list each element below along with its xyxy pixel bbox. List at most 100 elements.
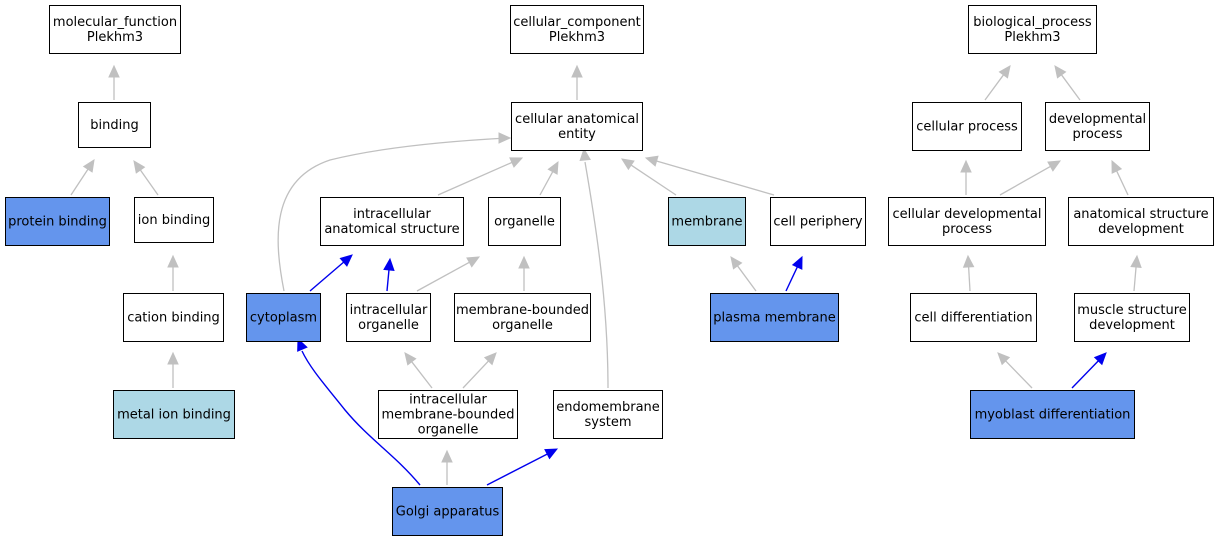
edge-cell_diff-to-cdp [962,254,975,292]
edge-line [410,360,433,389]
edge-cytoplasm-to-cae [277,132,512,292]
node-label-line: cellular developmental [893,207,1042,222]
node-box [710,293,839,342]
node-label-line: entity [558,127,596,142]
edges-layer [70,64,1142,486]
node-label-line: cellular_component [513,15,641,30]
edge-metal_ion_binding-to-cation_binding [167,351,179,388]
node-box [1068,197,1214,246]
node-label-line: metal ion binding [117,408,231,423]
edge-curve [301,350,421,486]
edge-cae-to-cc_root [571,64,583,100]
node-box [49,5,181,54]
node-box [968,5,1097,54]
node-label-line: Golgi apparatus [396,505,500,520]
edge-msd-to-asd [1130,254,1142,292]
edge-binding-to-mf_root [108,64,120,100]
arrowhead [518,255,530,269]
go-term-node-pm[interactable]: plasma membrane [710,293,839,342]
node-box [346,293,431,342]
arrowhead [620,158,635,171]
node-label-line: development [1089,318,1175,333]
arrowhead [509,157,524,168]
go-term-node-cell-diff[interactable]: cell differentiation [910,293,1037,342]
node-label-line: organelle [492,318,553,333]
arrowhead [962,254,975,268]
node-label-line: muscle structure [1077,303,1187,318]
edge-line [416,261,471,292]
edge-imbo-to-mbo [462,352,497,389]
edge-ias-to-cae [437,157,524,196]
node-box [320,197,464,246]
go-term-node-protein-binding[interactable]: protein binding [5,197,110,246]
node-box [1074,293,1190,342]
arrowhead [960,159,972,173]
node-box [134,197,214,243]
go-term-node-cell-periphery[interactable]: cell periphery [770,197,866,246]
edge-asd-to-dev_proc [1111,159,1129,196]
arrowhead [1047,160,1062,172]
go-term-node-organelle[interactable]: organelle [488,197,561,246]
node-label-line: organelle [358,318,419,333]
go-term-node-cell-proc[interactable]: cellular process [912,102,1022,151]
node-label-line: myoblast differentiation [975,408,1131,423]
node-box [78,102,151,148]
node-label-line: cell differentiation [914,311,1032,326]
go-term-node-ion-binding[interactable]: ion binding [134,197,214,243]
node-label-line: cytoplasm [250,311,317,326]
node-label-line: Plekhm3 [1004,30,1060,45]
edge-line [736,264,757,292]
go-term-node-binding[interactable]: binding [78,102,151,148]
edge-cytoplasm-to-ias [309,254,353,292]
node-box [5,197,110,246]
edge-io-to-ias [383,257,395,292]
edge-line [1004,359,1033,389]
edge-protein_binding-to-binding [70,158,95,196]
edge-line [1060,73,1081,101]
node-label-line: anatomical structure [324,222,459,237]
go-term-node-myo[interactable]: myoblast differentiation [970,390,1135,439]
node-label-line: cell periphery [773,215,863,230]
go-term-node-membrane[interactable]: membrane [668,197,746,246]
node-label-line: organelle [494,215,555,230]
arrowhead [483,352,497,366]
node-label-line: protein binding [8,215,107,230]
arrowhead [791,255,803,270]
node-label-line: system [585,415,632,430]
node-box [510,5,644,54]
node-label-line: intracellular [350,303,428,318]
node-box [912,102,1022,151]
edge-line [437,161,514,196]
go-term-node-cytoplasm[interactable]: cytoplasm [246,293,321,342]
node-box [488,197,561,246]
node-label-line: process [1073,127,1123,142]
node-label-line: process [942,222,992,237]
edge-cdp-to-dev_proc [999,160,1062,196]
edge-line [785,265,799,292]
node-box [970,390,1135,439]
arrowhead [644,155,659,167]
go-term-node-golgi[interactable]: Golgi apparatus [392,487,503,536]
edge-golgi-to-cytoplasm [297,337,421,486]
edge-cation_binding-to-ion_binding [167,254,179,291]
go-term-node-cation-binding[interactable]: cation binding [123,293,224,342]
edge-line [1133,265,1137,292]
edge-line [1115,169,1129,196]
arrowhead [544,448,559,460]
node-label-line: cellular anatomical [515,112,639,127]
go-term-node-metal-ion-binding[interactable]: metal ion binding [113,390,235,439]
